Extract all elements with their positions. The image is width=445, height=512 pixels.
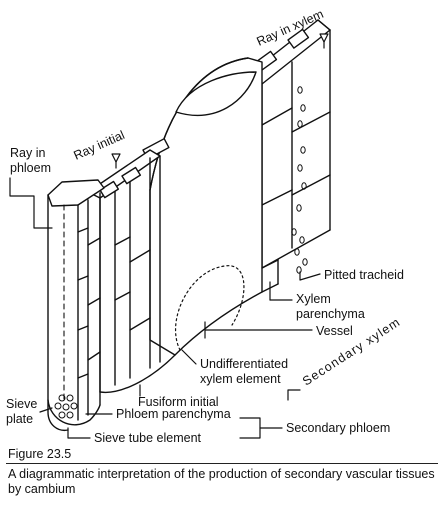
label-pitted-tracheid: Pitted tracheid (324, 268, 404, 282)
label-secondary-phloem: Secondary phloem (286, 421, 390, 435)
vessel-opening (175, 71, 257, 117)
figure-caption: A diagrammatic interpretation of the pro… (8, 467, 435, 496)
undifferentiated-outline (175, 265, 245, 351)
label-fusiform-initial: Fusiform initial (138, 395, 219, 409)
ray-initial-cell (99, 180, 120, 199)
xylem-ray-cell (287, 28, 310, 49)
caption-divider (6, 463, 438, 464)
label-ray-in-phloem: Ray in phloem (10, 146, 51, 175)
leader-lines (9, 33, 329, 439)
vessel-block (142, 57, 279, 356)
ray-initial-cell (121, 166, 142, 185)
phloem-column (47, 179, 105, 432)
tracheid-pits (291, 86, 308, 274)
figure-number: Figure 23.5 (8, 447, 72, 461)
label-sieve-plate: Sieve plate (6, 397, 41, 426)
label-sieve-tube-element: Sieve tube element (94, 431, 202, 445)
label-undifferentiated-xylem-element: Undifferentiated xylem element (200, 357, 292, 386)
label-vessel: Vessel (316, 324, 353, 338)
secondary-xylem-block (247, 19, 331, 274)
sieve-plate-pores (54, 394, 78, 419)
label-phloem-parenchyma: Phloem parenchyma (116, 407, 231, 421)
label-xylem-parenchyma: Xylem parenchyma (296, 292, 365, 321)
